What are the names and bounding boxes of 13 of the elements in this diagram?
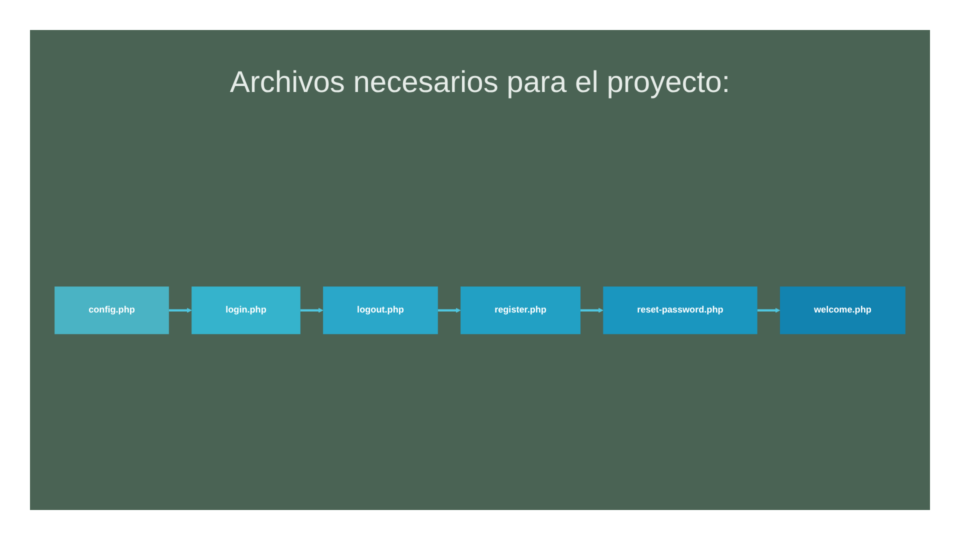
node-box: [192, 286, 300, 334]
arrow: [580, 308, 604, 312]
node-box: [780, 286, 906, 334]
node-box: [460, 286, 580, 334]
arrow: [300, 308, 324, 312]
node-box: [323, 286, 438, 334]
arrow: [438, 308, 461, 312]
arrow: [168, 308, 192, 312]
slide-background: Archivos necesarios para el proyecto: config.php login.php logout.php register.php reset-password.php welcome.php: [30, 30, 930, 510]
node-box: [54, 286, 169, 334]
node-box: [603, 286, 758, 334]
arrow: [757, 308, 780, 312]
title: Archivos necesarios para el proyecto:: [228, 66, 732, 100]
